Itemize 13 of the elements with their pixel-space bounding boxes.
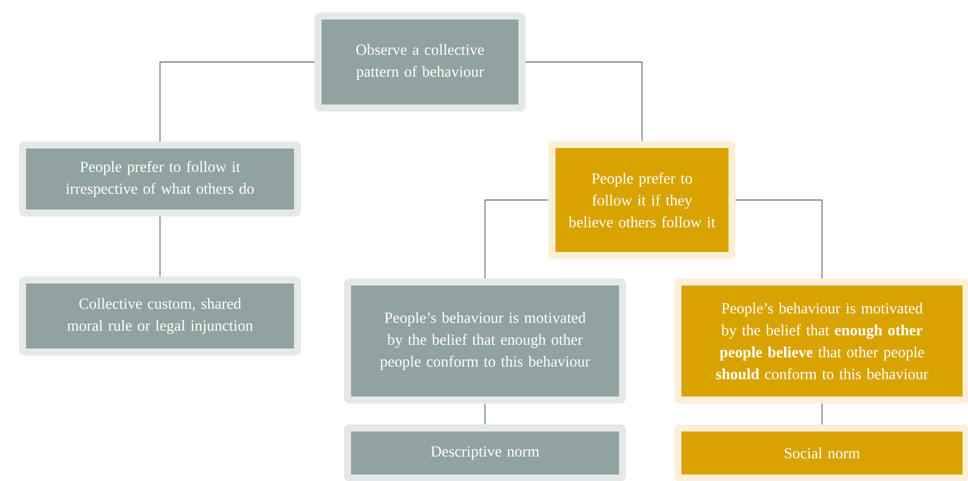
connector-line	[735, 200, 822, 279]
process-box: Social norm	[674, 424, 968, 481]
connector-line	[525, 62, 642, 142]
process-box: People prefer to follow it if they believe others follow it	[548, 141, 736, 259]
process-box: Observe a collective pattern of behaviour	[314, 12, 526, 112]
connector-line	[484, 403, 486, 425]
process-box: People’s behaviour is motivated by the belief that enough other people conform to this behaviour	[344, 278, 626, 404]
process-box: People’s behaviour is motivated by the belief that enough other people believe that other people should conform to this behaviour	[674, 278, 968, 404]
process-box: Descriptive norm	[344, 424, 626, 481]
process-box: People prefer to follow it irrespective of what others do	[19, 142, 301, 216]
connector-line	[160, 62, 315, 142]
process-box: Collective custom, shared moral rule or legal injunction	[19, 276, 301, 356]
connector-line	[484, 200, 549, 279]
